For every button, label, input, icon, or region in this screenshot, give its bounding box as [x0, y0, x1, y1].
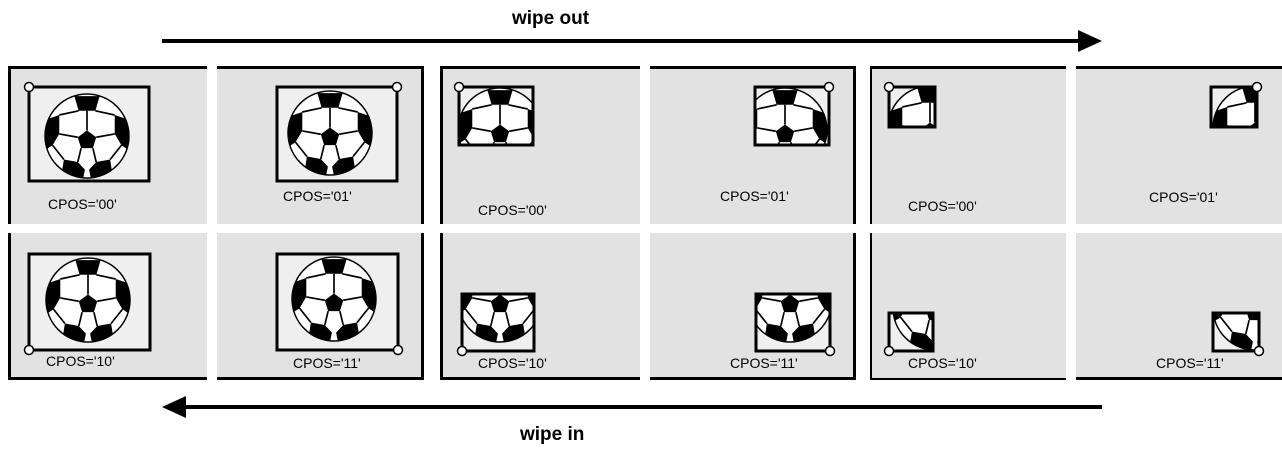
cpos-label: CPOS='10'	[46, 353, 115, 369]
corner-marker	[453, 81, 465, 93]
image-frame	[275, 252, 404, 356]
image-frame	[23, 252, 152, 356]
corner-marker	[883, 345, 895, 357]
corner-marker	[23, 81, 35, 93]
image-frame	[23, 81, 151, 183]
image-frame	[456, 292, 536, 357]
wipe-in-arrow	[162, 396, 1102, 418]
corner-marker	[883, 81, 895, 93]
corner-marker	[823, 81, 835, 93]
image-frame	[883, 81, 937, 129]
image-frame	[1211, 311, 1265, 357]
image-frame	[754, 292, 836, 357]
image-frame	[1209, 81, 1263, 129]
panel-cell: CPOS='10'	[870, 233, 1066, 380]
cpos-label: CPOS='00'	[908, 198, 977, 214]
cpos-label: CPOS='10'	[908, 355, 977, 371]
cpos-label: CPOS='11'	[730, 355, 798, 371]
cpos-label: CPOS='00'	[478, 202, 547, 218]
corner-marker	[23, 344, 35, 356]
image-frame	[453, 81, 535, 147]
cpos-label: CPOS='10'	[478, 355, 547, 371]
image-frame	[883, 311, 935, 357]
cpos-label: CPOS='11'	[1156, 355, 1224, 371]
wipe-out-title: wipe out	[512, 8, 590, 29]
wipe-in-title: wipe in	[520, 424, 585, 445]
corner-marker	[391, 81, 403, 93]
corner-marker	[1253, 345, 1265, 357]
image-frame	[753, 81, 835, 147]
cpos-label: CPOS='00'	[48, 196, 117, 212]
image-frame	[275, 81, 403, 183]
cpos-label: CPOS='01'	[1149, 189, 1218, 205]
cpos-label: CPOS='01'	[720, 188, 789, 204]
wipe-out-arrow	[162, 30, 1102, 52]
corner-marker	[456, 345, 468, 357]
panel-cell: CPOS='11'	[1076, 233, 1282, 380]
cpos-label: CPOS='01'	[283, 188, 352, 204]
corner-marker	[824, 345, 836, 357]
corner-marker	[1251, 81, 1263, 93]
corner-marker	[392, 344, 404, 356]
cpos-label: CPOS='11'	[293, 355, 361, 371]
